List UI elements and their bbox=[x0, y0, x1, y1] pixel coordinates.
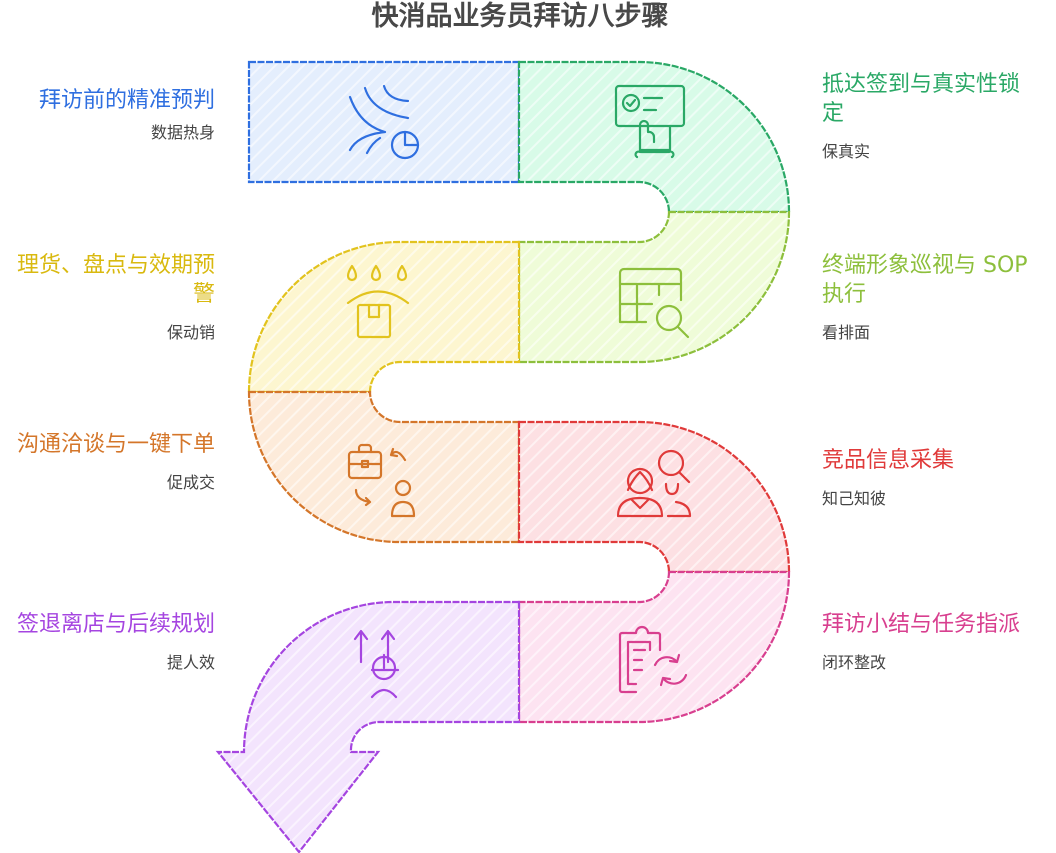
step-title: 理货、盘点与效期预警 bbox=[16, 253, 215, 307]
step-subtitle: 看排面 bbox=[822, 323, 871, 342]
step-title: 签退离店与后续规划 bbox=[16, 612, 215, 637]
people-search-icon bbox=[616, 449, 692, 518]
step-2-label: 抵达签到与真实性锁定 保真实 bbox=[822, 70, 1037, 162]
step-7-label: 拜访小结与任务指派 闭环整改 bbox=[822, 610, 1037, 673]
step-subtitle: 数据热身 bbox=[150, 123, 215, 142]
step-4-label: 理货、盘点与效期预警 保动销 bbox=[10, 251, 215, 343]
step-8-segment bbox=[215, 600, 521, 853]
step-3-label: 终端形象巡视与 SOP 执行 看排面 bbox=[822, 251, 1037, 343]
step-7-segment bbox=[517, 570, 791, 724]
step-title: 竞品信息采集 bbox=[822, 448, 955, 473]
step-5-segment bbox=[247, 390, 521, 544]
step-title: 拜访小结与任务指派 bbox=[822, 612, 1021, 637]
briefcase-exchange-icon bbox=[347, 443, 416, 518]
step-title: 拜访前的精准预判 bbox=[38, 88, 215, 113]
step-6-label: 竞品信息采集 知己知彼 bbox=[822, 446, 1037, 509]
step-8-label: 签退离店与后续规划 提人效 bbox=[10, 610, 215, 673]
step-6-segment bbox=[517, 420, 791, 574]
step-subtitle: 保真实 bbox=[822, 142, 871, 161]
clipboard-refresh-icon bbox=[618, 625, 688, 694]
step-title: 沟通洽谈与一键下单 bbox=[16, 432, 215, 457]
step-subtitle: 促成交 bbox=[166, 473, 215, 492]
step-subtitle: 闭环整改 bbox=[822, 653, 887, 672]
touch-checkin-screen-icon bbox=[614, 84, 686, 159]
step-title: 终端形象巡视与 SOP 执行 bbox=[822, 253, 1028, 307]
page-title: 快消品业务员拜访八步骤 bbox=[371, 1, 669, 32]
step-title: 抵达签到与真实性锁定 bbox=[822, 72, 1021, 126]
box-drops-icon bbox=[346, 264, 410, 339]
step-subtitle: 保动销 bbox=[166, 323, 215, 342]
step-4-segment bbox=[247, 240, 521, 394]
step-subtitle: 知己知彼 bbox=[822, 489, 887, 508]
step-5-label: 沟通洽谈与一键下单 促成交 bbox=[10, 430, 215, 493]
worker-arrows-icon bbox=[353, 629, 400, 699]
data-wind-clock-icon bbox=[348, 84, 420, 160]
step-3-segment bbox=[517, 210, 791, 364]
step-1-segment bbox=[247, 60, 521, 184]
step-subtitle: 提人效 bbox=[166, 653, 215, 672]
step-1-label: 拜访前的精准预判 数据热身 bbox=[10, 86, 215, 143]
shelf-inspect-icon bbox=[618, 267, 690, 339]
